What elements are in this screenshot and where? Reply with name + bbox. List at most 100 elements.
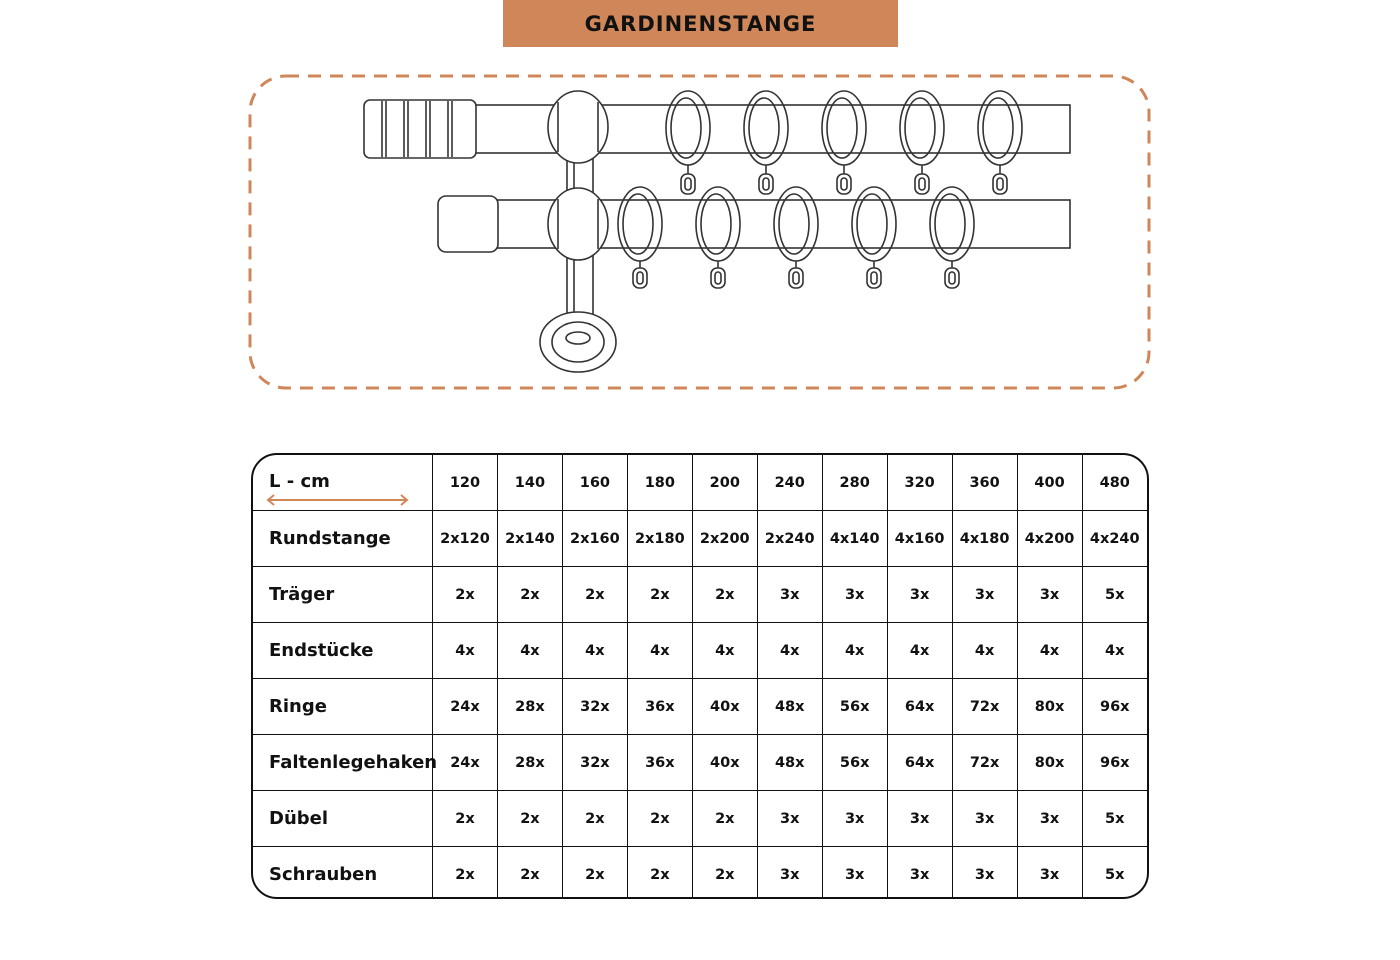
table-cell: 5x [1081,790,1147,847]
row-label: Faltenlegehaken [253,734,437,791]
length-header-cell: 160 [561,455,628,511]
table-cell: 3x [756,790,823,847]
table-cell: 96x [1081,678,1147,735]
row-label: Träger [253,566,433,623]
row-label: Schrauben [253,846,433,897]
row-label: Endstücke [253,622,433,679]
table-cell: 32x [561,734,628,791]
table-cell: 72x [951,678,1018,735]
table-cell: 2x [432,790,498,847]
table-cell: 40x [691,734,758,791]
spec-table-container: L - cm 120 140 160 180 200 240 280 320 3… [251,453,1149,899]
table-cell: 36x [626,734,693,791]
table-cell: 3x [821,566,888,623]
table-cell: 3x [1016,566,1083,623]
table-cell: 3x [1016,790,1083,847]
table-cell: 2x180 [626,510,693,567]
row-label: Rundstange [253,510,433,567]
table-cell: 2x [691,790,758,847]
table-cell: 2x [691,846,758,897]
length-header-cell: 320 [886,455,953,511]
table-cell: 64x [886,678,953,735]
table-cell: 2x140 [496,510,563,567]
table-cell: 3x [756,566,823,623]
table-cell: 2x [496,566,563,623]
length-header-cell: 280 [821,455,888,511]
table-cell: 3x [886,790,953,847]
table-cell: 3x [821,846,888,897]
table-cell: 4x [496,622,563,679]
table-cell: 4x [821,622,888,679]
table-cell: 72x [951,734,1018,791]
length-header-cell: 240 [756,455,823,511]
table-cell: 3x [821,790,888,847]
table-cell: 4x [1016,622,1083,679]
table-cell: 40x [691,678,758,735]
table-header-row: L - cm 120 140 160 180 200 240 280 320 3… [253,455,1147,511]
table-cell: 56x [821,734,888,791]
table-cell: 56x [821,678,888,735]
table-cell: 2x200 [691,510,758,567]
table-cell: 28x [496,678,563,735]
table-cell: 4x [691,622,758,679]
length-header-cell: 360 [951,455,1018,511]
table-cell: 80x [1016,678,1083,735]
length-header-cell: 180 [626,455,693,511]
table-cell: 24x [432,678,498,735]
table-cell: 96x [1081,734,1147,791]
table-cell: 5x [1081,846,1147,897]
table-cell: 4x [951,622,1018,679]
table-cell: 4x [886,622,953,679]
length-header-cell: 200 [691,455,758,511]
table-cell: 4x [1081,622,1147,679]
table-cell: 4x [756,622,823,679]
table-cell: 28x [496,734,563,791]
table-cell: 48x [756,734,823,791]
length-header-cell: 140 [496,455,563,511]
table-cell: 2x240 [756,510,823,567]
table-cell: 3x [951,566,1018,623]
table-cell: 2x [561,846,628,897]
table-cell: 3x [886,566,953,623]
table-cell: 2x120 [432,510,498,567]
table-cell: 2x [496,846,563,897]
length-header-cell: 400 [1016,455,1083,511]
table-cell: 2x [561,566,628,623]
table-cell: 24x [432,734,498,791]
table-cell: 2x160 [561,510,628,567]
page-title: GARDINENSTANGE [503,0,898,47]
table-cell: 4x180 [951,510,1018,567]
table-cell: 2x [626,790,693,847]
table-cell: 3x [951,790,1018,847]
table-cell: 2x [626,846,693,897]
table-cell: 4x [626,622,693,679]
table-cell: 4x [561,622,628,679]
table-cell: 2x [691,566,758,623]
table-cell: 2x [496,790,563,847]
table-cell: 36x [626,678,693,735]
double-arrow-icon [266,494,409,506]
row-label: Ringe [253,678,433,735]
table-cell: 80x [1016,734,1083,791]
row-label: Dübel [253,790,433,847]
table-cell: 4x240 [1081,510,1147,567]
table-cell: 4x [432,622,498,679]
table-cell: 5x [1081,566,1147,623]
table-cell: 4x140 [821,510,888,567]
length-header-cell: 480 [1081,455,1147,511]
corner-label: L - cm [269,471,330,492]
corner-cell: L - cm [253,455,433,511]
table-cell: 2x [432,846,498,897]
table-cell: 2x [626,566,693,623]
table-cell: 4x200 [1016,510,1083,567]
table-cell: 3x [886,846,953,897]
table-cell: 3x [756,846,823,897]
table-cell: 4x160 [886,510,953,567]
